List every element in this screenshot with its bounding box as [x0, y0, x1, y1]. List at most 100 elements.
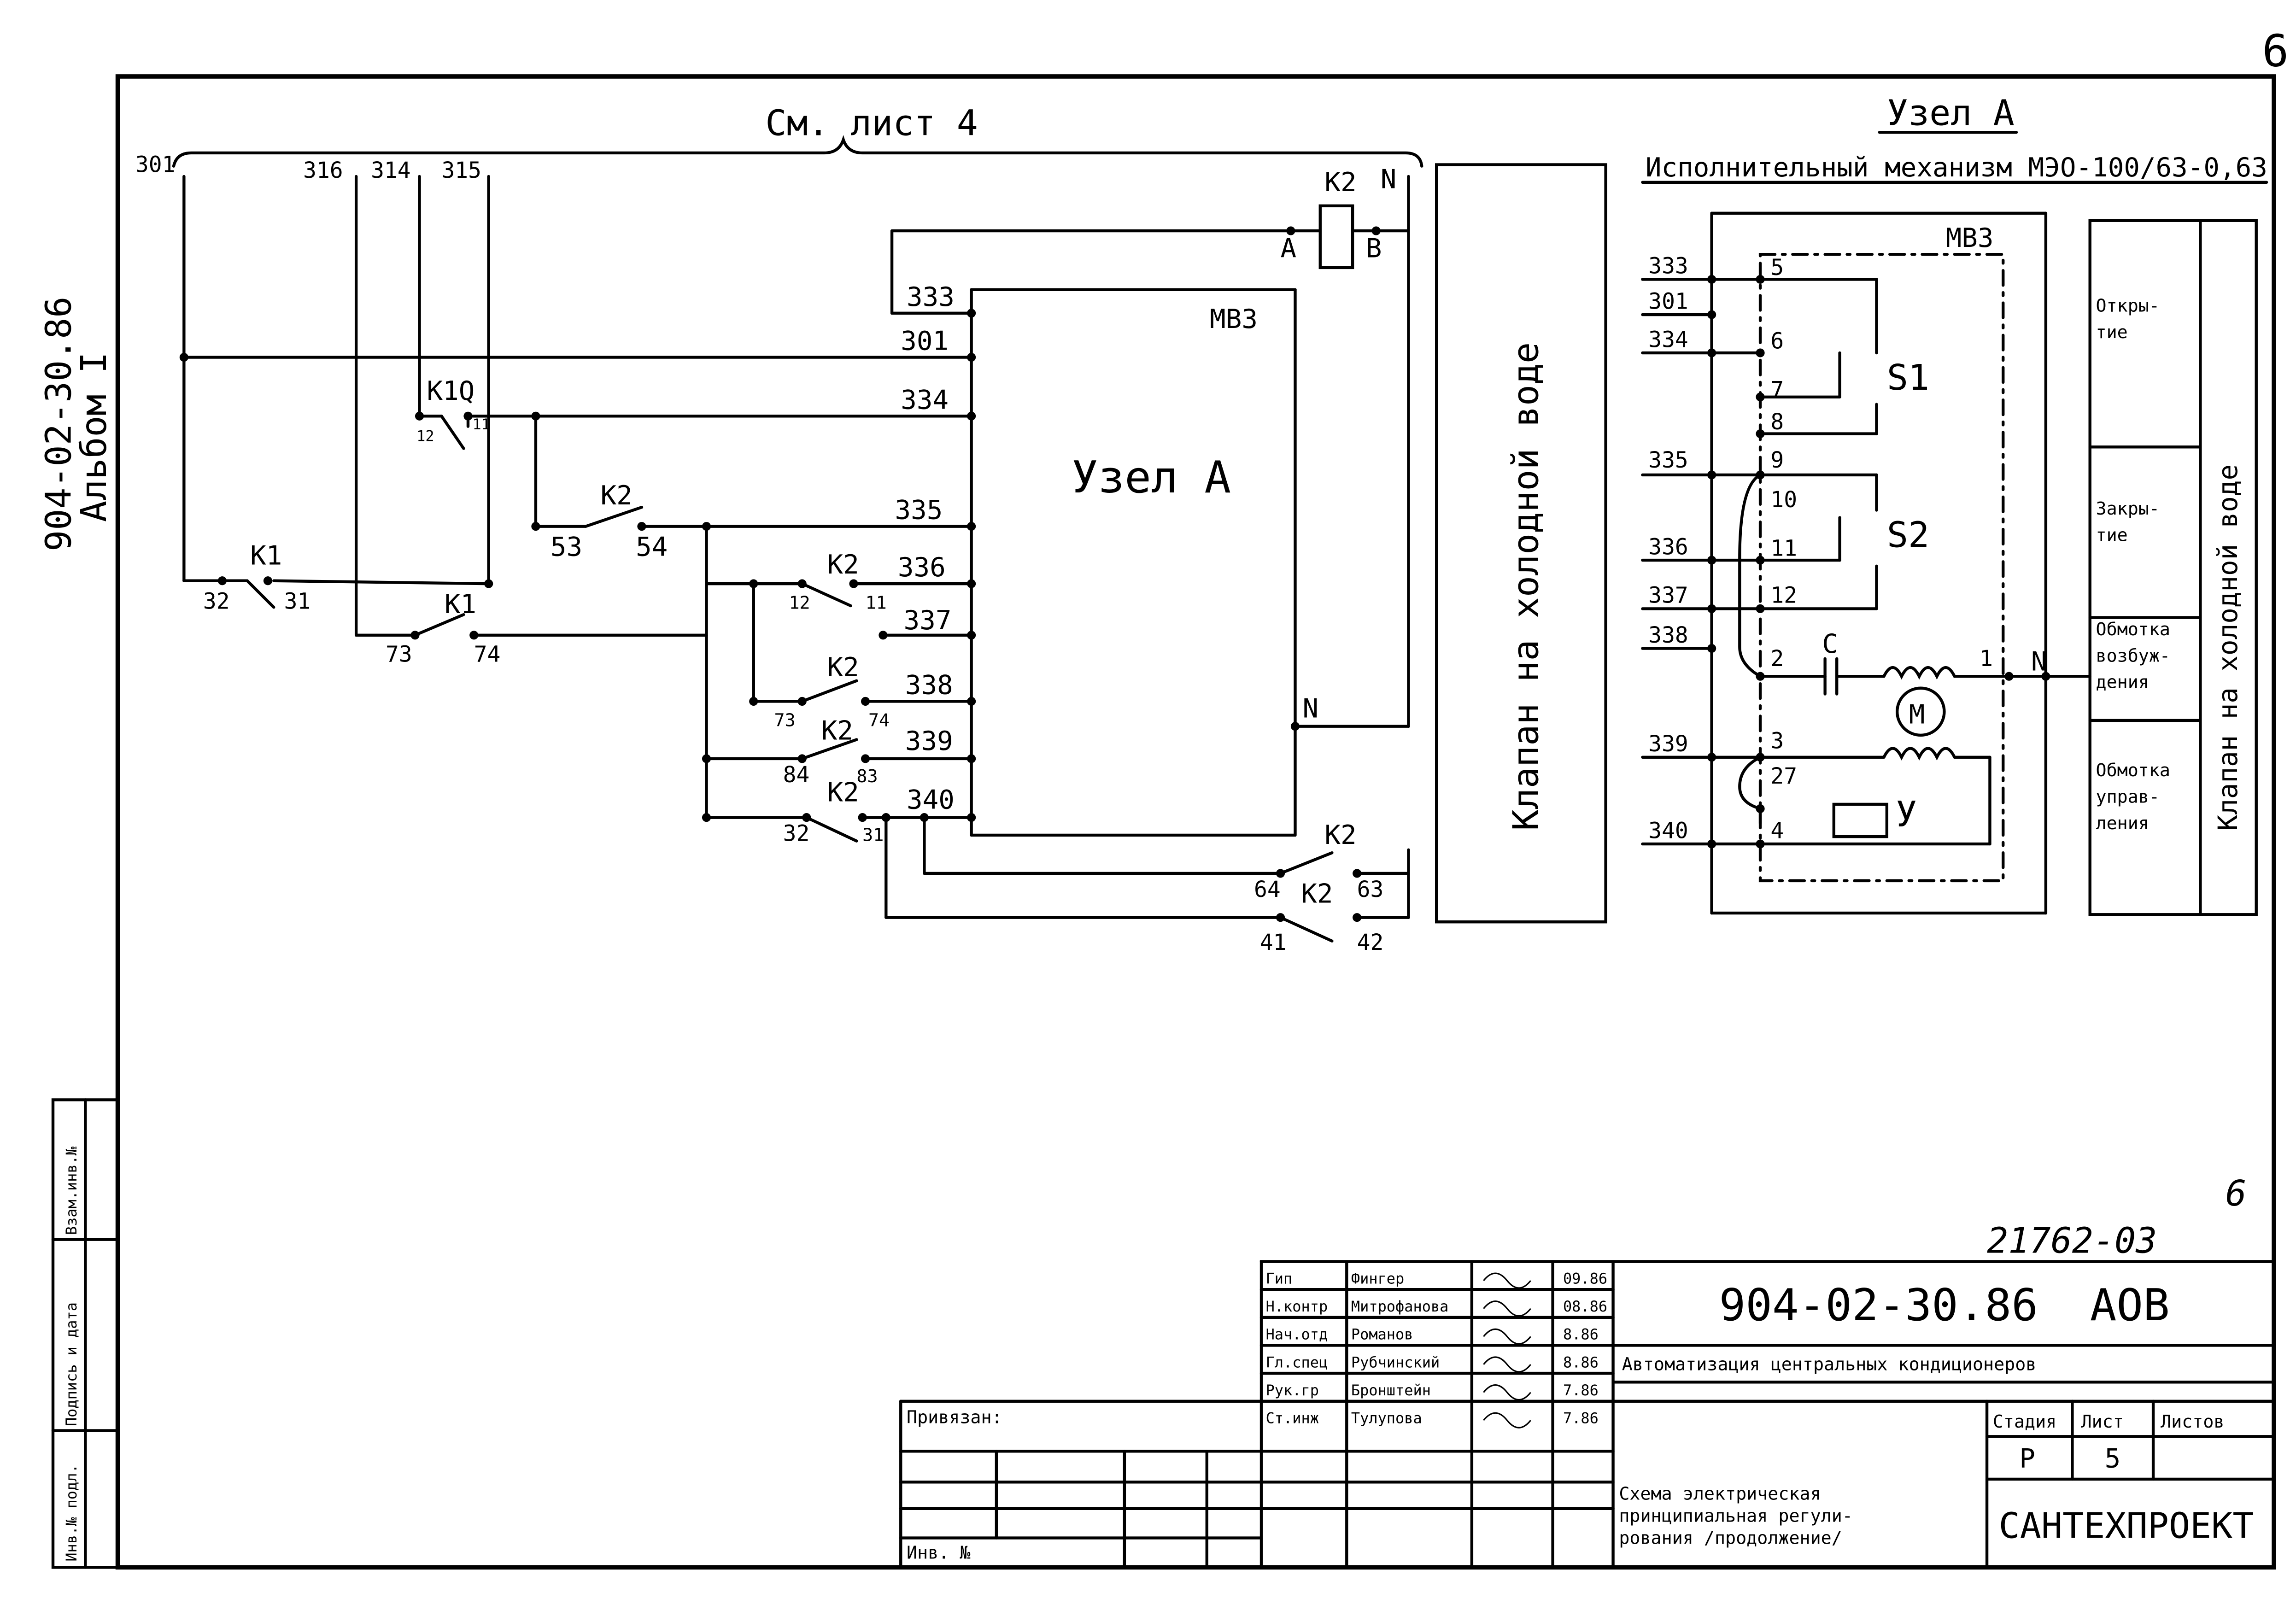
switch-s1-label: S1 — [1887, 357, 1929, 398]
junction-dot — [469, 631, 479, 640]
junction-dot — [1286, 226, 1295, 235]
junction-dot — [967, 522, 976, 531]
contact-pin: 63 — [1357, 877, 1384, 902]
limit-switch-s1 — [1758, 278, 1878, 435]
node-pin-labels: 5 6 7 8 9 10 11 12 2 1 3 27 4 — [1770, 255, 1993, 843]
limit-switch-s2 — [1738, 473, 1878, 678]
signer-cell: Рубчинский — [1351, 1353, 1440, 1371]
signer-cell: Бронштейн — [1351, 1382, 1431, 1399]
valve-box-label: Клапан на холодной воде — [1506, 342, 1547, 831]
junction-dot — [1707, 644, 1716, 653]
signer-cell: Ст.инж — [1266, 1410, 1319, 1427]
contact-pin: 74 — [868, 710, 890, 731]
contact-pin: 12 — [416, 427, 434, 445]
motor-label: М — [1909, 699, 1925, 730]
contact-label: К2 — [601, 480, 633, 511]
contact-pin: 83 — [856, 766, 878, 787]
signer-cell: Гип — [1266, 1270, 1293, 1287]
side-album: Альбом I — [74, 352, 115, 522]
coil-label: У — [1896, 794, 1917, 835]
relay-k2-neutral: N — [1381, 164, 1397, 195]
motor-circuit — [1758, 657, 2091, 737]
junction-dot — [702, 522, 711, 531]
signer-cell: Митрофанова — [1351, 1298, 1449, 1315]
junction-dot — [1276, 913, 1285, 922]
contact-pin: 11 — [473, 416, 490, 433]
project-title: Автоматизация центральных кондиционеров — [1622, 1354, 2037, 1375]
terminal-label: 337 — [904, 605, 952, 636]
relay-k2-label: К2 — [1324, 167, 1356, 198]
node-input-label: 333 — [1648, 254, 1688, 279]
signature-mark — [1483, 1356, 1531, 1373]
contact-pin: 11 — [866, 592, 887, 613]
see-sheet-label: См. лист 4 — [765, 103, 978, 144]
junction-dot — [1707, 310, 1716, 319]
junction-dot — [1276, 869, 1285, 878]
node-input-label: 338 — [1648, 623, 1688, 648]
signer-cell: 09.86 — [1563, 1270, 1607, 1287]
junction-dot — [702, 754, 711, 763]
bus-label: 316 — [303, 158, 343, 183]
junction-dot — [1756, 470, 1765, 480]
node-pin: 1 — [1980, 646, 1993, 672]
contact-k2-73-74 — [752, 679, 973, 703]
node-input-label: 335 — [1648, 448, 1688, 473]
junction-dot — [797, 697, 807, 706]
junction-dot — [861, 754, 870, 763]
contact-k1q — [418, 415, 973, 450]
node-pin: 2 — [1770, 646, 1784, 672]
lower-loops — [884, 816, 1410, 943]
legend-row-text: Откры-тие — [2096, 296, 2159, 343]
junction-dot — [802, 813, 811, 822]
node-pin: 10 — [1770, 487, 1797, 513]
left-strip-frame — [51, 1098, 119, 1569]
contact-pin: 41 — [1260, 930, 1287, 955]
junction-dot — [217, 576, 227, 585]
bus-labels: 301 316 314 315 — [135, 152, 481, 183]
sheets-header: Листов — [2161, 1411, 2224, 1432]
inventory-label: Инв. № — [907, 1542, 970, 1563]
junction-dot — [1707, 839, 1716, 849]
junction-dot — [967, 754, 976, 763]
junction-dot — [637, 522, 646, 531]
sheet-value: 5 — [2105, 1443, 2121, 1474]
node-pin: 9 — [1770, 448, 1784, 473]
terminal-label: 336 — [898, 552, 946, 583]
node-pin: 12 — [1770, 583, 1797, 609]
junction-dot — [967, 309, 976, 318]
relay-k2-top — [890, 175, 1410, 919]
junction-dot — [2041, 672, 2050, 681]
junction-dot — [463, 411, 473, 421]
contact-label: К2 — [1301, 878, 1333, 909]
contact-label: К2 — [1324, 820, 1356, 850]
contact-pin: 73 — [774, 710, 796, 731]
signer-cell: Тулупова — [1351, 1410, 1422, 1427]
junction-dot — [749, 697, 758, 706]
terminal-label: 301 — [901, 326, 949, 357]
signer-cell: 08.86 — [1563, 1298, 1607, 1315]
junction-dot — [1756, 804, 1765, 814]
contact-pin: 42 — [1357, 930, 1384, 955]
legend-grid — [2088, 219, 2258, 916]
control-winding — [1738, 747, 1991, 846]
node-pin: 7 — [1770, 377, 1784, 403]
junction-dot — [1707, 556, 1716, 565]
terminal-label: 335 — [895, 495, 943, 526]
junction-dot — [1707, 348, 1716, 357]
contact-k2-84-83 — [705, 738, 973, 761]
contact-pin: 53 — [551, 532, 582, 562]
node-input-label: 339 — [1648, 732, 1688, 757]
junction-dot — [410, 631, 420, 640]
junction-dot — [967, 353, 976, 362]
node-mv3-box — [1758, 252, 2005, 883]
contact-label: К2 — [827, 549, 859, 580]
contact-k2-32-31 — [705, 816, 973, 843]
signer-cell: Нач.отд — [1266, 1326, 1328, 1343]
junction-dot — [1707, 275, 1716, 284]
strip-label-signature: Подпись и дата — [63, 1302, 80, 1426]
junction-dot — [967, 579, 976, 588]
signer-cell: Н.контр — [1266, 1298, 1328, 1315]
